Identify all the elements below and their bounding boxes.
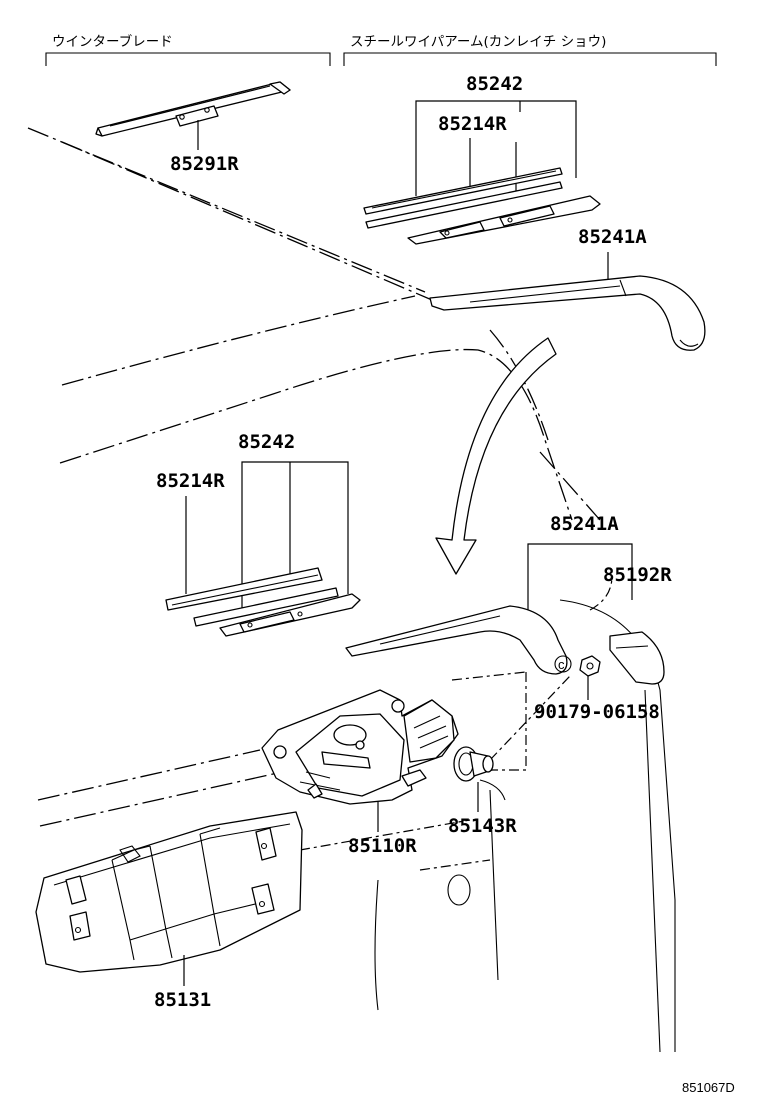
header-steel-wiper-arm: スチールワイパアーム(カンレイチ ショウ) (350, 34, 606, 50)
svg-text:c: c (558, 657, 565, 672)
label-85131: 85131 (154, 989, 211, 1011)
header-bracket-left (45, 52, 331, 66)
wiper-motor-85110R (261, 689, 459, 805)
header-bracket-right (343, 52, 717, 66)
wiper-arm-85241A-mid: c (345, 605, 572, 675)
label-85143R: 85143R (448, 815, 517, 837)
direction-arrow (435, 337, 557, 575)
bracket-85241A-mid (527, 543, 633, 650)
vehicle-phantom-lines (27, 127, 601, 827)
blade-strip-top (365, 181, 563, 229)
blade-refill-85214R-mid (165, 567, 323, 611)
nut-90179-06158 (579, 655, 601, 677)
bracket-85242-mid (241, 461, 349, 612)
wiper-arm-85241A-top (429, 275, 706, 351)
blade-refill-85214R-top (363, 167, 563, 215)
arm-cover-85192R (609, 631, 665, 685)
label-85214R-top: 85214R (438, 113, 507, 135)
blade-strip-mid (193, 587, 339, 627)
label-85241A-mid: 85241A (550, 513, 619, 535)
grommet-85143R (453, 746, 494, 782)
label-90179-06158: 90179-06158 (534, 701, 660, 723)
label-85241A-top: 85241A (578, 226, 647, 248)
header-winter-blade: ウインターブレード (52, 33, 173, 50)
winter-blade-85291R (95, 81, 291, 137)
label-85242-top: 85242 (466, 73, 523, 95)
cover-85131 (35, 811, 303, 973)
label-85291R: 85291R (170, 153, 239, 175)
bracket-85242-top (415, 100, 577, 196)
door-hole (447, 874, 471, 906)
diagram-code: 851067D (682, 1080, 735, 1095)
label-85214R-mid: 85214R (156, 470, 225, 492)
label-85192R: 85192R (603, 564, 672, 586)
rear-door-outline (299, 599, 676, 1053)
blade-assembly-85242-top (407, 195, 601, 245)
label-85242-mid: 85242 (238, 431, 295, 453)
blade-assembly-85242-mid (219, 593, 361, 637)
label-85110R: 85110R (348, 835, 417, 857)
